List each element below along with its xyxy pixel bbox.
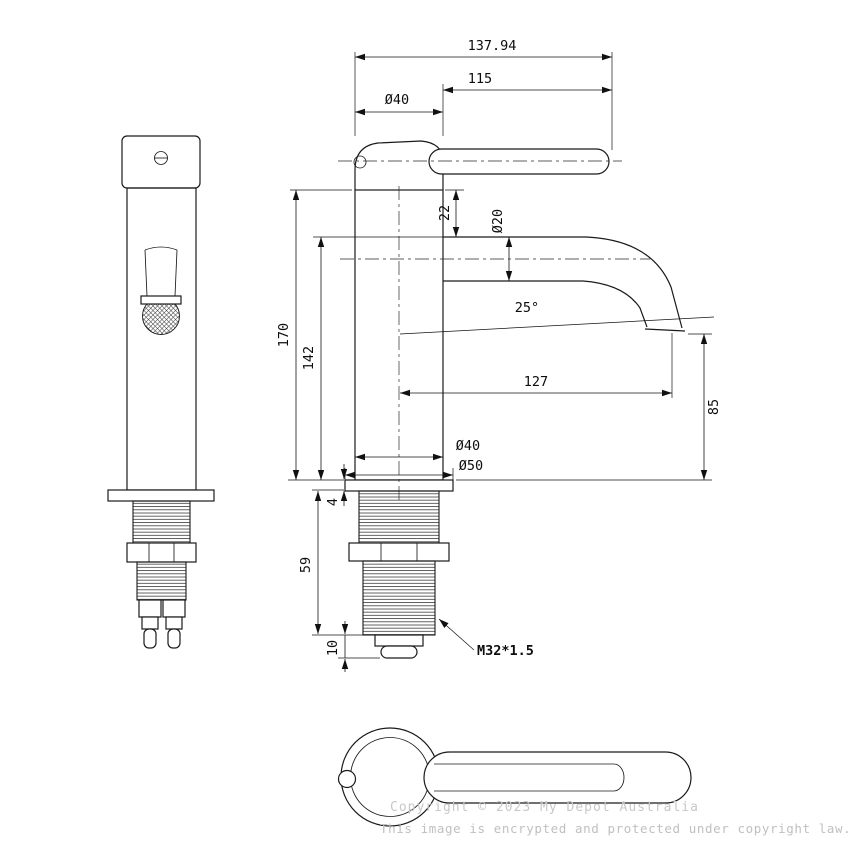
spout-front-right: [174, 249, 178, 297]
spout-outer-edge: [443, 236, 683, 329]
fitting-body: [162, 599, 186, 618]
mounting-nut-side: [348, 542, 450, 562]
spout-inner-edge: [443, 280, 648, 328]
dim-handle-length: 115: [468, 71, 492, 87]
watermark-copyright: Copyright © 2023 My Depot Australia: [390, 800, 699, 815]
shank-tail: [380, 645, 418, 659]
dim-spout-angle: 25°: [515, 300, 539, 316]
fitting-neck: [165, 616, 183, 630]
hose-fitting-left: [138, 599, 162, 649]
top-view: [337, 727, 692, 827]
fitting-neck: [141, 616, 159, 630]
shank-thread-front-upper: [132, 500, 191, 544]
dim-spout-diameter: Ø20: [490, 209, 506, 233]
faucet-body-front: [126, 187, 197, 491]
hose-fitting-right: [162, 599, 186, 649]
handle-lever: [428, 148, 610, 175]
spout-mouth: [644, 328, 686, 332]
spout-front-left: [144, 249, 148, 297]
lever-top: [423, 751, 692, 804]
lever-rod-end: [613, 763, 625, 792]
dim-top-diameter: Ø40: [385, 92, 409, 108]
front-view: [107, 135, 215, 649]
dim-overall-projection: 137.94: [468, 38, 517, 54]
dim-shank-length: 59: [298, 557, 314, 573]
angle-reference-line: [399, 316, 715, 335]
dimensions: 137.94 115 Ø40 22 Ø20 170 142 25° 127 85…: [276, 38, 722, 672]
fitting-tip: [167, 628, 181, 649]
dim-spout-reach: 127: [524, 374, 548, 390]
dim-body-diameter: Ø40: [456, 438, 480, 454]
watermark-notice: This image is encrypted and protected un…: [380, 821, 850, 836]
dim-base-diameter: Ø50: [459, 458, 483, 474]
dim-thread-spec: M32*1.5: [477, 643, 534, 659]
handle-cap: [121, 135, 201, 189]
shank-thread-side-lower: [362, 560, 436, 636]
fitting-tip: [143, 628, 157, 649]
dim-body-height: 170: [276, 323, 292, 347]
lever-pivot: [353, 155, 367, 169]
spout-circle-top: [337, 769, 357, 789]
side-view: [338, 140, 686, 659]
fitting-body: [138, 599, 162, 618]
base-plate-front: [107, 489, 215, 502]
dim-spout-top-offset: 22: [437, 205, 453, 221]
dim-outlet-height: 85: [706, 399, 722, 415]
dim-base-plate-thickness: 4: [325, 498, 341, 506]
dim-tail-length: 10: [325, 640, 341, 656]
shank-thread-front-lower: [136, 561, 187, 601]
spout-front-top: [144, 246, 178, 251]
dim-spout-height: 142: [301, 346, 317, 370]
aerator-rim: [140, 295, 182, 305]
mounting-nut-front: [126, 542, 197, 563]
shank-tail-collar: [374, 634, 424, 647]
thread-leader-line: [438, 618, 475, 651]
